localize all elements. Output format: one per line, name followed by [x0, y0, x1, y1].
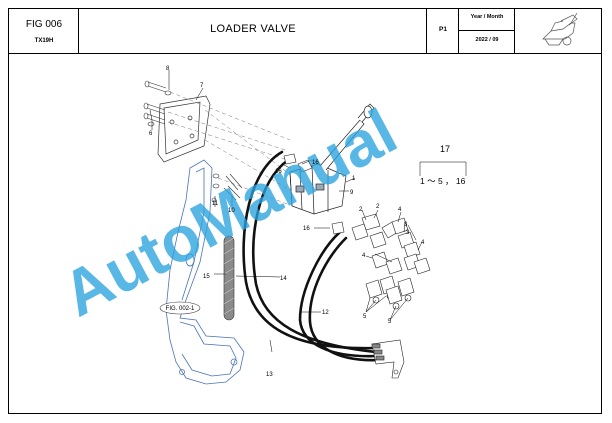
loader-valve-body: [289, 103, 375, 215]
loader-frame: [165, 159, 245, 385]
callout-13: 13: [266, 372, 273, 378]
callout-4-a: 4: [398, 207, 402, 213]
callout-4-c: 4: [362, 253, 366, 259]
callout-14: 14: [280, 276, 287, 282]
callout-11: 11: [212, 201, 219, 207]
group-callout-range: 1 ～ 5 ， 16: [420, 176, 466, 186]
leader-lines: [149, 70, 423, 353]
adapters-cluster: [369, 217, 431, 275]
callout-15: 15: [203, 274, 210, 280]
year-month-label: Year / Month: [470, 14, 504, 20]
hose-sleeve: [223, 235, 235, 321]
year-month-divider: [459, 30, 515, 31]
model-code: TX19H: [34, 38, 54, 44]
page-number: P1: [439, 26, 447, 33]
callout-6: 6: [149, 131, 153, 137]
fig-number: FIG 006: [25, 19, 63, 30]
reference-label-frame: [159, 301, 201, 315]
callout-9: 9: [350, 190, 354, 196]
bolts-6-8: [143, 80, 172, 127]
year-month-cell: Year / Month 2022 / 09: [459, 9, 515, 53]
callout-3-b: 3: [406, 230, 410, 236]
callout-numbers: 8 7 6 11 10 1 9 16 16 16 2 2 4 3 3 4 4 5…: [149, 66, 466, 378]
group-callout-number: 17: [440, 144, 450, 154]
page-cell: P1: [427, 9, 459, 53]
callout-3-a: 3: [404, 222, 408, 228]
callout-8: 8: [166, 66, 170, 72]
callout-4-b: 4: [421, 240, 425, 246]
callout-2-a: 2: [359, 207, 363, 213]
group-callout-bracket: [419, 161, 467, 176]
callout-12: 12: [322, 310, 329, 316]
hydraulic-hoses: [242, 150, 382, 362]
year-month-value: 2022 / 09: [475, 37, 499, 43]
tractor-thumbnail-icon: [542, 12, 578, 46]
hose-end-bracket: [371, 339, 405, 379]
drawing-sheet: FIG 006 TX19H LOADER VALVE P1 Year / Mon…: [8, 8, 602, 414]
callout-5-b: 5: [388, 319, 392, 325]
callout-2-b: 2: [376, 204, 380, 210]
page-title: LOADER VALVE: [210, 23, 296, 35]
reference-label: FIG. 002-1: [166, 306, 195, 312]
fig-cell: FIG 006 TX19H: [9, 9, 79, 53]
callout-5-a: 5: [363, 314, 367, 320]
mounting-bracket: [157, 95, 211, 163]
title-block: FIG 006 TX19H LOADER VALVE P1 Year / Mon…: [9, 9, 601, 54]
callout-1: 1: [352, 176, 356, 182]
thumbnail-cell: [515, 9, 601, 53]
callout-10: 10: [228, 208, 235, 214]
callout-16-b: 16: [275, 169, 282, 175]
quick-couplers: [365, 275, 415, 310]
callout-16-a: 16: [312, 160, 319, 166]
callout-16-c: 16: [303, 226, 310, 232]
callout-7: 7: [200, 83, 204, 89]
title-cell: LOADER VALVE: [79, 9, 427, 53]
